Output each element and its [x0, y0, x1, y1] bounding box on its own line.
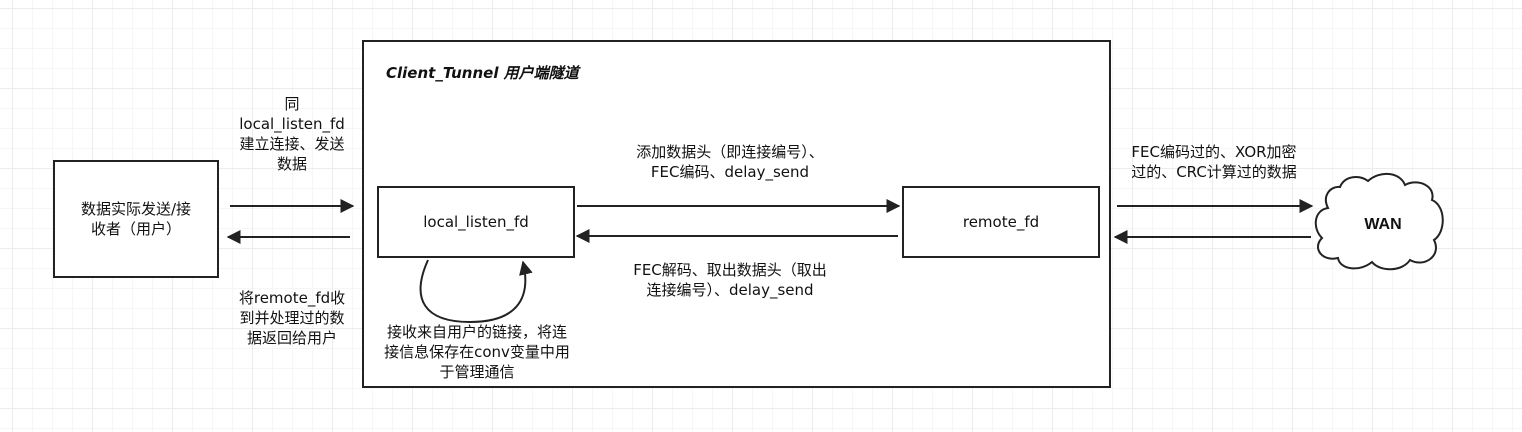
local-listen-fd-box: local_listen_fd — [377, 186, 575, 258]
mid-top-annotation: 添加数据头（即连接编号）、 FEC编码、delay_send — [636, 143, 824, 181]
loop-annotation: 接收来自用户的链接，将连 接信息保存在conv变量中用 于管理通信 — [384, 323, 570, 381]
remote-fd-label: remote_fd — [962, 213, 1040, 231]
local-listen-fd-label: local_listen_fd — [423, 213, 529, 231]
user-box: 数据实际发送/接 收者（用户） — [53, 160, 219, 278]
mid-bottom-annotation: FEC解码、取出数据头（取出 连接编号）、delay_send — [633, 261, 827, 299]
right-top-annotation: FEC编码过的、XOR加密 过的、CRC计算过的数据 — [1131, 143, 1297, 181]
left-top-annotation: 同 local_listen_fd 建立连接、发送 数据 — [239, 95, 345, 173]
wan-label: WAN — [1364, 216, 1401, 233]
client-tunnel-title: Client_Tunnel 用户端隧道 — [386, 64, 579, 82]
wan-cloud — [1314, 173, 1444, 271]
user-box-label: 数据实际发送/接 收者（用户） — [80, 200, 192, 238]
remote-fd-box: remote_fd — [902, 186, 1100, 258]
left-bottom-annotation: 将remote_fd收 到并处理过的数 据返回给用户 — [238, 289, 346, 347]
